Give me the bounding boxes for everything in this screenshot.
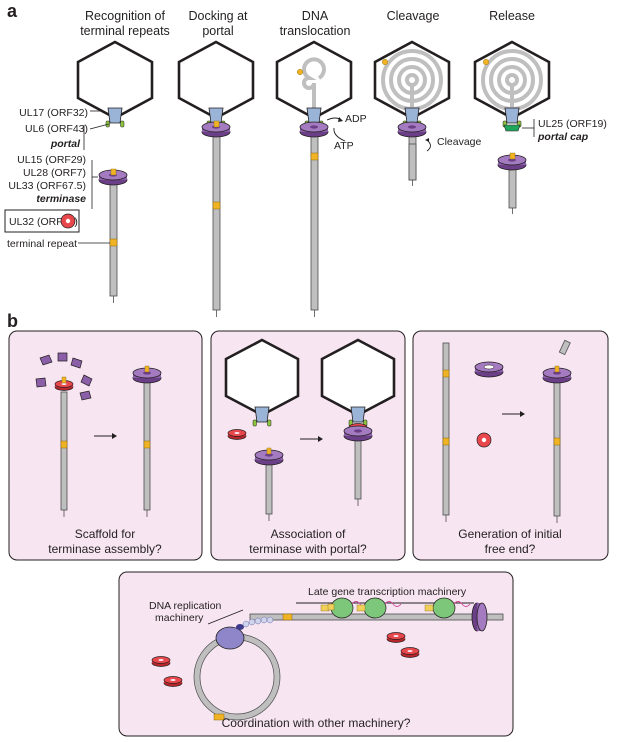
question-2-line2: terminase with portal? xyxy=(249,542,367,556)
box2-right-capsid xyxy=(320,338,396,506)
box3-dna xyxy=(442,342,450,522)
label-atp: ATP xyxy=(334,140,354,152)
transcription-complex-3 xyxy=(424,597,471,619)
box1-left-assembly xyxy=(35,352,93,517)
label-cleavage: Cleavage xyxy=(437,136,482,148)
capsid-stage-1 xyxy=(76,40,154,128)
capsid-stage-3 xyxy=(275,40,353,317)
label-late-gene: Late gene transcription machinery xyxy=(308,586,467,598)
question-3-line1: Generation of initial xyxy=(458,527,561,541)
label-terminal-repeat: terminal repeat xyxy=(7,238,77,250)
label-ul25: UL25 (ORF19) xyxy=(538,118,607,130)
box4-ul32-d xyxy=(163,676,183,687)
panel-b-box-1 xyxy=(8,330,203,561)
box1-right-assembly xyxy=(132,365,162,517)
stage-3-line2: translocation xyxy=(280,24,351,38)
panel-letter-b: b xyxy=(7,311,18,331)
ul32-monomer-icon xyxy=(60,213,76,229)
stage-3-line1: DNA xyxy=(302,9,329,23)
question-2-line1: Association of xyxy=(271,527,346,541)
label-ul17: UL17 (ORF32) xyxy=(19,107,88,119)
stage-2-line1: Docking at xyxy=(188,9,248,23)
label-portal: portal xyxy=(50,138,81,150)
replisome xyxy=(215,616,274,650)
box4-ul32-c xyxy=(151,656,171,667)
label-terminase: terminase xyxy=(36,193,86,205)
box4-ul32-b xyxy=(400,647,420,658)
box2-left-capsid xyxy=(224,338,300,427)
released-terminase xyxy=(497,152,527,214)
panel-letter-a: a xyxy=(7,1,18,21)
label-ul15: UL15 (ORF29) xyxy=(17,154,86,166)
label-dna-rep-2: machinery xyxy=(155,612,204,624)
box4-terminase-on-end xyxy=(471,602,488,632)
label-ul33: UL33 (ORF67.5) xyxy=(8,180,86,192)
capsid-stage-5 xyxy=(473,40,551,132)
stage-1-line1: Recognition of xyxy=(85,9,165,23)
ul32-box xyxy=(4,209,80,233)
transcription-complex-2 xyxy=(356,597,402,619)
capsid-stage-2 xyxy=(177,40,255,317)
panel-b-box-3 xyxy=(412,330,609,561)
question-3-line2: free end? xyxy=(485,542,536,556)
label-ul32: UL32 (ORF68) xyxy=(9,216,78,228)
question-1-line1: Scaffold for xyxy=(75,527,135,541)
panel-b-box-4 xyxy=(118,571,514,737)
box4-ul32-a xyxy=(386,632,406,643)
terminase-dna-stage-1 xyxy=(98,168,128,303)
question-1-line2: terminase assembly? xyxy=(48,542,162,556)
label-ul28: UL28 (ORF7) xyxy=(23,167,86,179)
label-dna-rep-1: DNA replication xyxy=(149,600,222,612)
stage-5-line1: Release xyxy=(489,9,535,23)
stage-4-line1: Cleavage xyxy=(387,9,440,23)
box3-empty-terminase-ring xyxy=(474,361,504,378)
box2-free-ul32 xyxy=(227,429,247,440)
label-portal-cap: portal cap xyxy=(537,131,589,143)
stage-1-line2: terminal repeats xyxy=(80,24,170,38)
box2-left-terminase xyxy=(254,447,284,521)
label-ul6: UL6 (ORF43) xyxy=(25,123,88,135)
label-adp: ADP xyxy=(345,113,367,125)
question-4: Coordination with other machinery? xyxy=(222,716,411,730)
capsid-stage-4 xyxy=(373,40,451,186)
box3-right-assembly xyxy=(542,339,572,523)
stage-2-line2: portal xyxy=(202,24,233,38)
box3-ul32 xyxy=(476,432,492,448)
